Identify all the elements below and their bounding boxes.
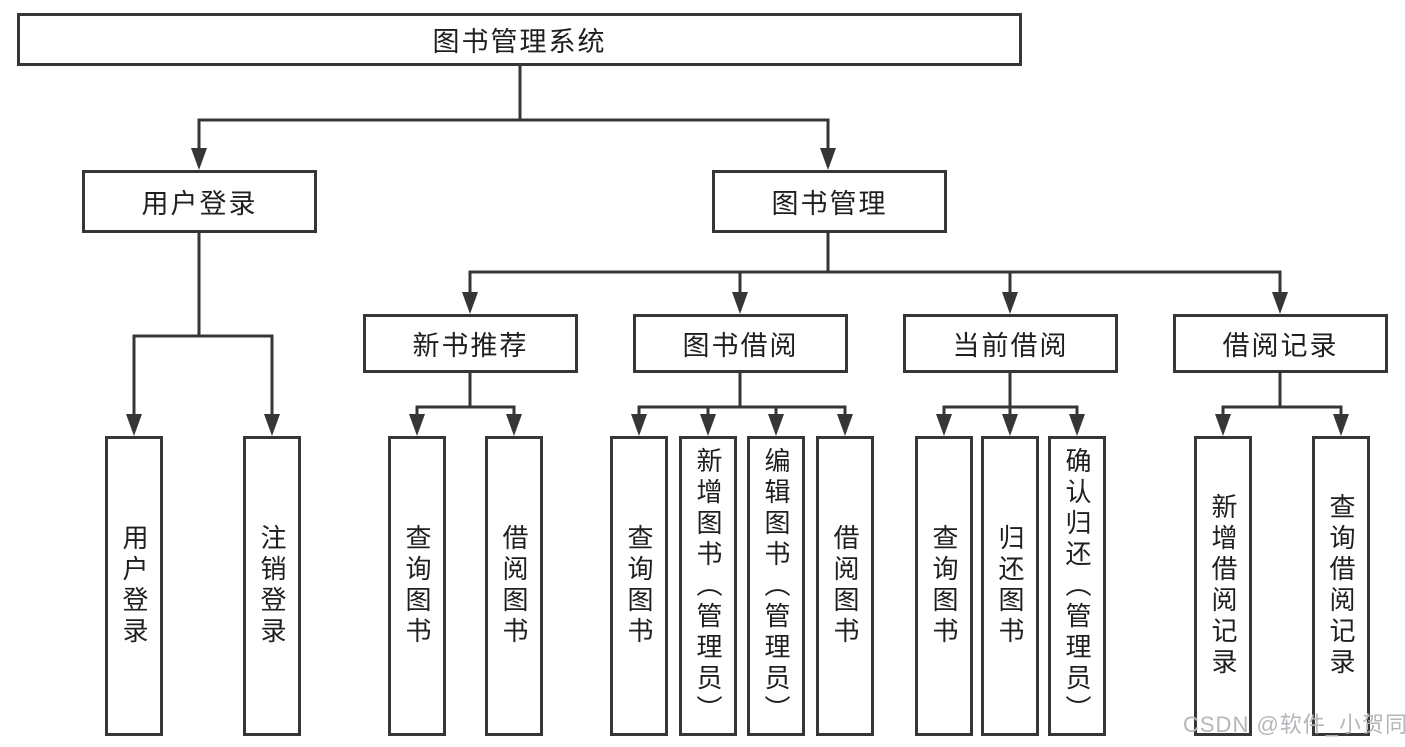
node-book-management: 图书管理 bbox=[712, 170, 947, 233]
node-library-system: 图书管理系统 bbox=[17, 13, 1022, 66]
leaf-return-books: 归还图书 bbox=[981, 436, 1039, 736]
node-user-login: 用户登录 bbox=[82, 170, 317, 233]
leaf-borrow-books: 借阅图书 bbox=[816, 436, 874, 736]
leaf-query-books-current: 查询图书 bbox=[915, 436, 973, 736]
leaf-edit-books-admin: 编辑图书（管理员） bbox=[747, 436, 805, 736]
node-book-borrow: 图书借阅 bbox=[633, 314, 848, 373]
watermark-text: CSDN @软件_小贺同学 bbox=[1183, 712, 1405, 737]
node-new-book-recommend: 新书推荐 bbox=[363, 314, 578, 373]
leaf-user-login: 用户登录 bbox=[105, 436, 163, 736]
leaf-add-books-admin: 新增图书（管理员） bbox=[679, 436, 737, 736]
leaf-confirm-return-admin: 确认归还（管理员） bbox=[1048, 436, 1106, 736]
leaf-query-books-borrow: 查询图书 bbox=[610, 436, 668, 736]
leaf-query-borrow-record: 查询借阅记录 bbox=[1312, 436, 1370, 736]
leaf-borrow-books-recommend: 借阅图书 bbox=[485, 436, 543, 736]
leaf-logout: 注销登录 bbox=[243, 436, 301, 736]
leaf-query-books-recommend: 查询图书 bbox=[388, 436, 446, 736]
leaf-add-borrow-record: 新增借阅记录 bbox=[1194, 436, 1252, 736]
node-borrow-records: 借阅记录 bbox=[1173, 314, 1388, 373]
node-current-borrow: 当前借阅 bbox=[903, 314, 1118, 373]
